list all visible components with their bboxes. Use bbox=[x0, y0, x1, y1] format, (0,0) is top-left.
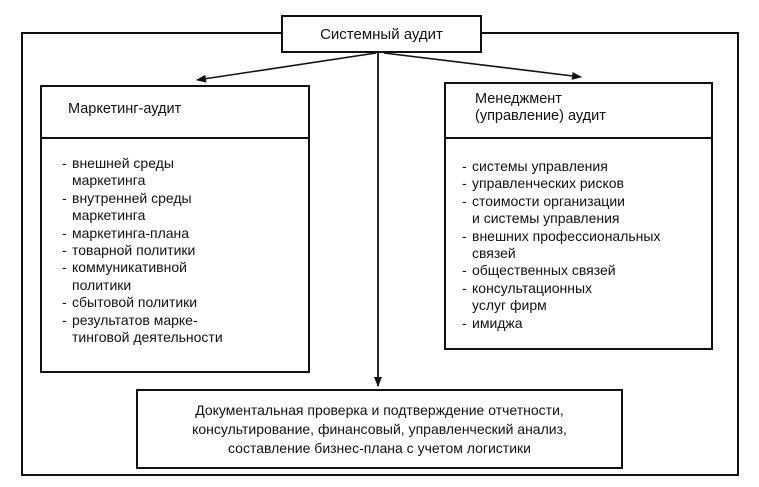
documentary-check-line: составление бизнес-плана с учетом логист… bbox=[228, 439, 531, 456]
list-item: -коммуникативной политики bbox=[62, 259, 187, 293]
management-audit-title-line: Менеджмент bbox=[475, 91, 562, 107]
list-item: -стоимости организации и системы управле… bbox=[462, 192, 625, 227]
marketing-audit-title-text: Маркетинг-аудит bbox=[68, 101, 182, 117]
arrow-to-management-audit bbox=[383, 52, 582, 80]
marketing-audit-title: Маркетинг-аудит bbox=[42, 87, 308, 139]
list-item: -управленческих рисков bbox=[462, 175, 624, 192]
list-item: -результатов марке- тинговой деятельност… bbox=[62, 311, 223, 346]
list-item: -товарной политики bbox=[62, 242, 196, 259]
list-item: -консультационных услуг фирм bbox=[462, 279, 593, 314]
marketing-audit-list: -внешней среды маркетинга -внутренней ср… bbox=[42, 139, 308, 346]
management-audit-title-line: (управление) аудит bbox=[475, 108, 606, 124]
documentary-check-box: Документальная проверка и подтверждение … bbox=[136, 389, 623, 469]
list-item: -внутренней среды маркетинга bbox=[62, 189, 192, 224]
list-item: -сбытовой политики bbox=[62, 294, 198, 311]
list-item: -маркетинга-плана bbox=[62, 224, 190, 241]
management-audit-box: Менеджмент (управление) аудит -системы у… bbox=[444, 82, 713, 350]
marketing-audit-box: Маркетинг-аудит -внешней среды маркетинг… bbox=[40, 85, 310, 373]
list-item: -внешних профессиональных связей bbox=[462, 227, 661, 262]
management-audit-title: Менеджмент (управление) аудит bbox=[446, 84, 711, 139]
documentary-check-line: Документальная проверка и подтверждение … bbox=[195, 401, 564, 418]
list-item: -внешней среды маркетинга bbox=[62, 155, 174, 189]
documentary-check-line: консультирование, финансовый, управленче… bbox=[192, 420, 567, 437]
list-item: -системы управления bbox=[462, 158, 608, 174]
system-audit-box: Системный аудит bbox=[281, 15, 482, 53]
list-item: -имиджа bbox=[462, 314, 523, 331]
list-item: -общественных связей bbox=[462, 262, 616, 279]
arrow-to-marketing-audit bbox=[196, 52, 377, 83]
system-audit-label: Системный аудит bbox=[320, 25, 443, 43]
management-audit-list: -системы управления -управленческих риск… bbox=[446, 139, 711, 332]
